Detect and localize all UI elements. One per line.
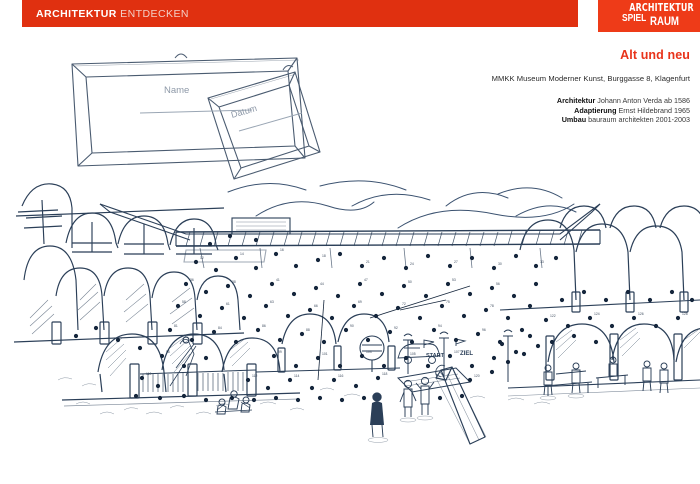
credit-architektur-value: Johann Anton Verda ab 1586 [597, 96, 690, 105]
frame-datum [207, 65, 321, 180]
credit-adaptierung: Adaptierung Ernst Hildebrand 1965 [350, 106, 690, 116]
svg-text:88: 88 [306, 328, 310, 332]
svg-text:126: 126 [638, 312, 644, 316]
svg-text:14: 14 [240, 252, 244, 256]
svg-text:98: 98 [166, 350, 170, 354]
svg-text:18: 18 [322, 254, 326, 258]
right-arcade [499, 205, 700, 397]
svg-text:84: 84 [218, 326, 222, 330]
svg-text:30: 30 [498, 262, 502, 266]
page-title-light: ENTDECKEN [120, 7, 189, 20]
svg-text:75: 75 [446, 300, 450, 304]
figure-standing-dark [367, 392, 389, 443]
svg-text:56: 56 [496, 282, 500, 286]
svg-text:122: 122 [550, 314, 556, 318]
svg-text:81: 81 [174, 324, 178, 328]
left-arcade-middle [13, 245, 245, 345]
svg-text:69: 69 [358, 300, 362, 304]
pencil [435, 364, 487, 445]
logo-line-architektur: ARCHITEKTUR [629, 2, 694, 14]
figures [214, 356, 669, 443]
credit-umbau: Umbau bauraum architekten 2001-2003 [350, 115, 690, 125]
logo-line-raum: RAUM [650, 16, 679, 28]
svg-text:53: 53 [452, 278, 456, 282]
brand-logo: ARCHITEKTUR SPIEL RAUM [598, 0, 700, 32]
svg-text:112: 112 [252, 374, 258, 378]
sky-lines [227, 180, 577, 229]
credit-umbau-label: Umbau [561, 115, 587, 125]
vehicle [397, 343, 441, 364]
start-goal-markers: START ZIEL [423, 338, 473, 359]
frame-name-label: Name [164, 85, 189, 96]
svg-text:12: 12 [200, 256, 204, 260]
svg-text:118: 118 [382, 372, 388, 376]
svg-text:61: 61 [226, 302, 230, 306]
svg-text:124: 124 [594, 312, 600, 316]
canopy-roof [99, 203, 601, 269]
lamp-posts [403, 329, 513, 382]
svg-text:94: 94 [438, 324, 442, 328]
figure-group-seated-left [214, 390, 253, 415]
svg-text:24: 24 [410, 262, 414, 266]
dot-to-dot-dots [73, 233, 695, 403]
round-sign [359, 335, 385, 372]
svg-text:107: 107 [454, 350, 460, 354]
svg-text:90: 90 [350, 324, 354, 328]
svg-text:63: 63 [270, 300, 274, 304]
svg-text:114: 114 [294, 374, 300, 378]
svg-text:66: 66 [314, 304, 318, 308]
credit-architektur: Architektur Johann Anton Verda ab 1586 [350, 96, 690, 106]
left-arcade-upper [15, 183, 225, 255]
svg-text:44: 44 [320, 282, 324, 286]
svg-text:78: 78 [490, 304, 494, 308]
header-bar: ARCHITEKTUR ENTDECKEN [22, 0, 578, 27]
picture-frames [71, 53, 321, 180]
project-title: Alt und neu [620, 48, 690, 62]
svg-text:86: 86 [262, 324, 266, 328]
dot-numbers: 12 14 16 18 21 24 27 30 33 36 38 41 44 47 50 53… [146, 248, 688, 378]
svg-text:103: 103 [366, 350, 372, 354]
svg-text:120: 120 [474, 374, 480, 378]
svg-text:47: 47 [364, 278, 368, 282]
plan-sheet [396, 367, 472, 393]
figure-group-right [539, 356, 669, 401]
svg-text:21: 21 [366, 260, 370, 264]
svg-text:128: 128 [682, 312, 688, 316]
credit-architektur-label: Architektur [556, 96, 596, 105]
credit-adaptierung-label: Adaptierung [574, 105, 617, 115]
project-info: Alt und neu MMKK Museum Moderner Kunst, … [350, 48, 690, 125]
page-title-bold: ARCHITEKTUR [36, 7, 117, 20]
svg-text:92: 92 [394, 326, 398, 330]
dot-connector-lines [317, 285, 471, 381]
svg-text:101: 101 [322, 352, 328, 356]
start-label: START [426, 353, 445, 359]
center-arcade [255, 313, 401, 373]
svg-text:27: 27 [454, 260, 458, 264]
frame-datum-label: Datum [230, 103, 258, 120]
museum-address: MMKK Museum Moderner Kunst, Burggasse 8,… [491, 74, 690, 83]
svg-text:96: 96 [482, 328, 486, 332]
svg-text:16: 16 [280, 248, 284, 252]
svg-text:50: 50 [408, 280, 412, 284]
svg-text:58: 58 [182, 300, 186, 304]
frame-name [71, 53, 306, 167]
svg-text:99: 99 [278, 350, 282, 354]
left-arcade-lower [61, 333, 301, 407]
svg-text:38: 38 [232, 280, 236, 284]
furniture-right [544, 370, 629, 396]
svg-text:116: 116 [338, 374, 344, 378]
svg-text:33: 33 [540, 260, 544, 264]
ground-texture [57, 377, 551, 415]
svg-text:72: 72 [402, 302, 406, 306]
svg-text:41: 41 [276, 278, 280, 282]
figure-standing-pair [399, 376, 435, 423]
svg-text:110: 110 [146, 372, 152, 376]
credit-umbau-value: bauraum architekten 2001-2003 [588, 115, 690, 125]
logo-line-spiel: SPIEL [622, 13, 647, 24]
svg-text:36: 36 [190, 278, 194, 282]
credit-adaptierung-value: Ernst Hildebrand 1965 [618, 105, 690, 115]
page-title: ARCHITEKTUR ENTDECKEN [36, 8, 189, 20]
goal-label: ZIEL [460, 351, 473, 357]
svg-text:105: 105 [410, 352, 416, 356]
